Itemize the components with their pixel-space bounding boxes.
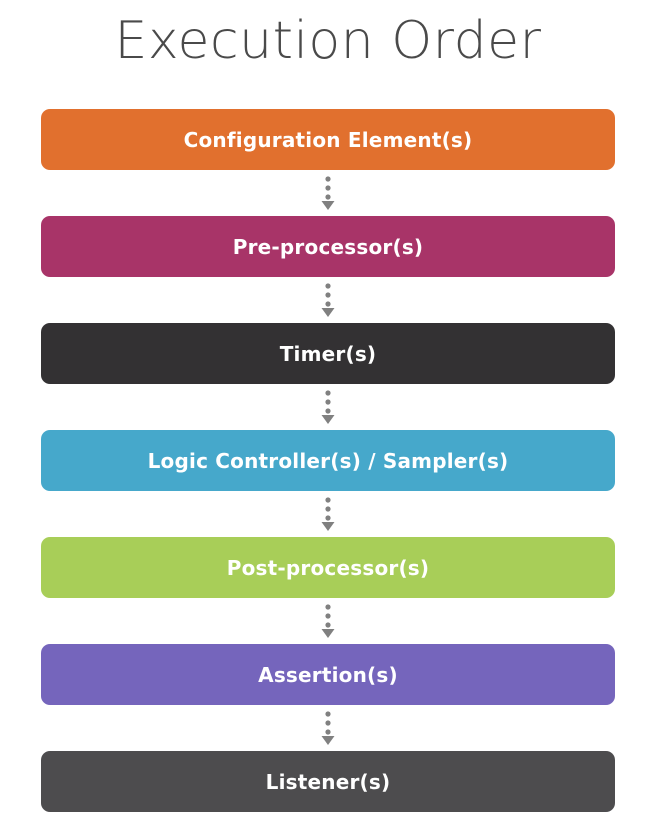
arrowhead-down-icon [321,415,335,424]
step-box-assertion[interactable]: Assertion(s) [41,644,615,705]
connector-arrow-1 [41,170,615,216]
step-label-assertion: Assertion(s) [258,662,398,687]
connector-arrow-5 [41,598,615,644]
connector-dot [325,301,331,307]
step-box-timer[interactable]: Timer(s) [41,323,615,384]
page-title: Execution Order [114,11,542,71]
step-label-logic-controller-sampler: Logic Controller(s) / Sampler(s) [147,448,509,473]
flow-step-3: Timer(s) [41,323,615,384]
arrowhead-down-icon [321,522,335,531]
step-box-logic-controller-sampler[interactable]: Logic Controller(s) / Sampler(s) [41,430,615,491]
arrowhead-down-icon [321,629,335,638]
connector-arrow-3 [41,384,615,430]
connector-dot [325,292,331,298]
connector-dot [325,604,331,610]
connector-dot [325,408,331,414]
connector-dot [325,622,331,628]
flow-step-5: Post-processor(s) [41,537,615,598]
arrowhead-down-icon [321,736,335,745]
step-label-listener: Listener(s) [265,769,391,794]
step-label-pre-processor: Pre-processor(s) [232,234,424,259]
connector-dot [325,506,331,512]
connector-dot [325,613,331,619]
connector-dot [325,515,331,521]
connector-arrow-2 [41,277,615,323]
connector-dot [325,497,331,503]
connector-dot [325,729,331,735]
connector-dot [325,390,331,396]
flow-step-7: Listener(s) [41,751,615,812]
connector-dot [325,720,331,726]
execution-order-flow: Configuration Element(s) Pre-processor(s… [41,109,615,812]
flow-step-2: Pre-processor(s) [41,216,615,277]
connector-arrow-4 [41,491,615,537]
flow-step-1: Configuration Element(s) [41,109,615,170]
flow-step-6: Assertion(s) [41,644,615,705]
connector-dot [325,711,331,717]
flow-step-4: Logic Controller(s) / Sampler(s) [41,430,615,491]
connector-arrow-6 [41,705,615,751]
connector-dot [325,176,331,182]
connector-dot [325,194,331,200]
step-box-listener[interactable]: Listener(s) [41,751,615,812]
connector-dot [325,399,331,405]
arrowhead-down-icon [321,308,335,317]
connector-dot [325,283,331,289]
step-label-configuration-element: Configuration Element(s) [183,127,473,152]
step-label-timer: Timer(s) [279,341,377,366]
step-box-configuration-element[interactable]: Configuration Element(s) [41,109,615,170]
step-box-pre-processor[interactable]: Pre-processor(s) [41,216,615,277]
step-label-post-processor: Post-processor(s) [226,555,430,580]
connector-dot [325,185,331,191]
arrowhead-down-icon [321,201,335,210]
step-box-post-processor[interactable]: Post-processor(s) [41,537,615,598]
